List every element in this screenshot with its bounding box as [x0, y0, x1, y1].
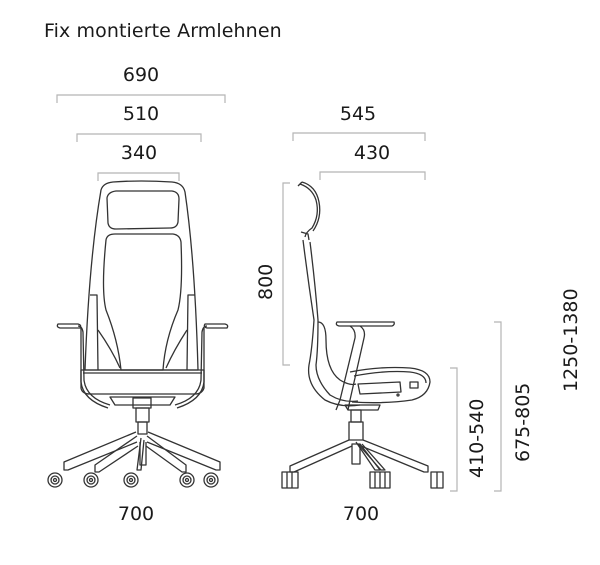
page-title: Fix montierte Armlehnen — [44, 20, 282, 42]
dim-depth-overall: 545 — [339, 103, 377, 125]
dim-side-base-width: 700 — [342, 503, 380, 525]
dimension-lines — [56, 94, 502, 492]
caster-wheels-side — [281, 471, 444, 489]
dim-width-overall: 690 — [122, 64, 160, 86]
dim-width-arms: 510 — [122, 103, 160, 125]
side-view-chair — [281, 181, 444, 489]
dim-depth-seat: 430 — [353, 142, 391, 164]
dim-width-back: 340 — [120, 142, 158, 164]
dim-front-base-width: 700 — [117, 503, 155, 525]
caster-wheels — [47, 472, 219, 488]
front-view-chair — [47, 180, 229, 488]
